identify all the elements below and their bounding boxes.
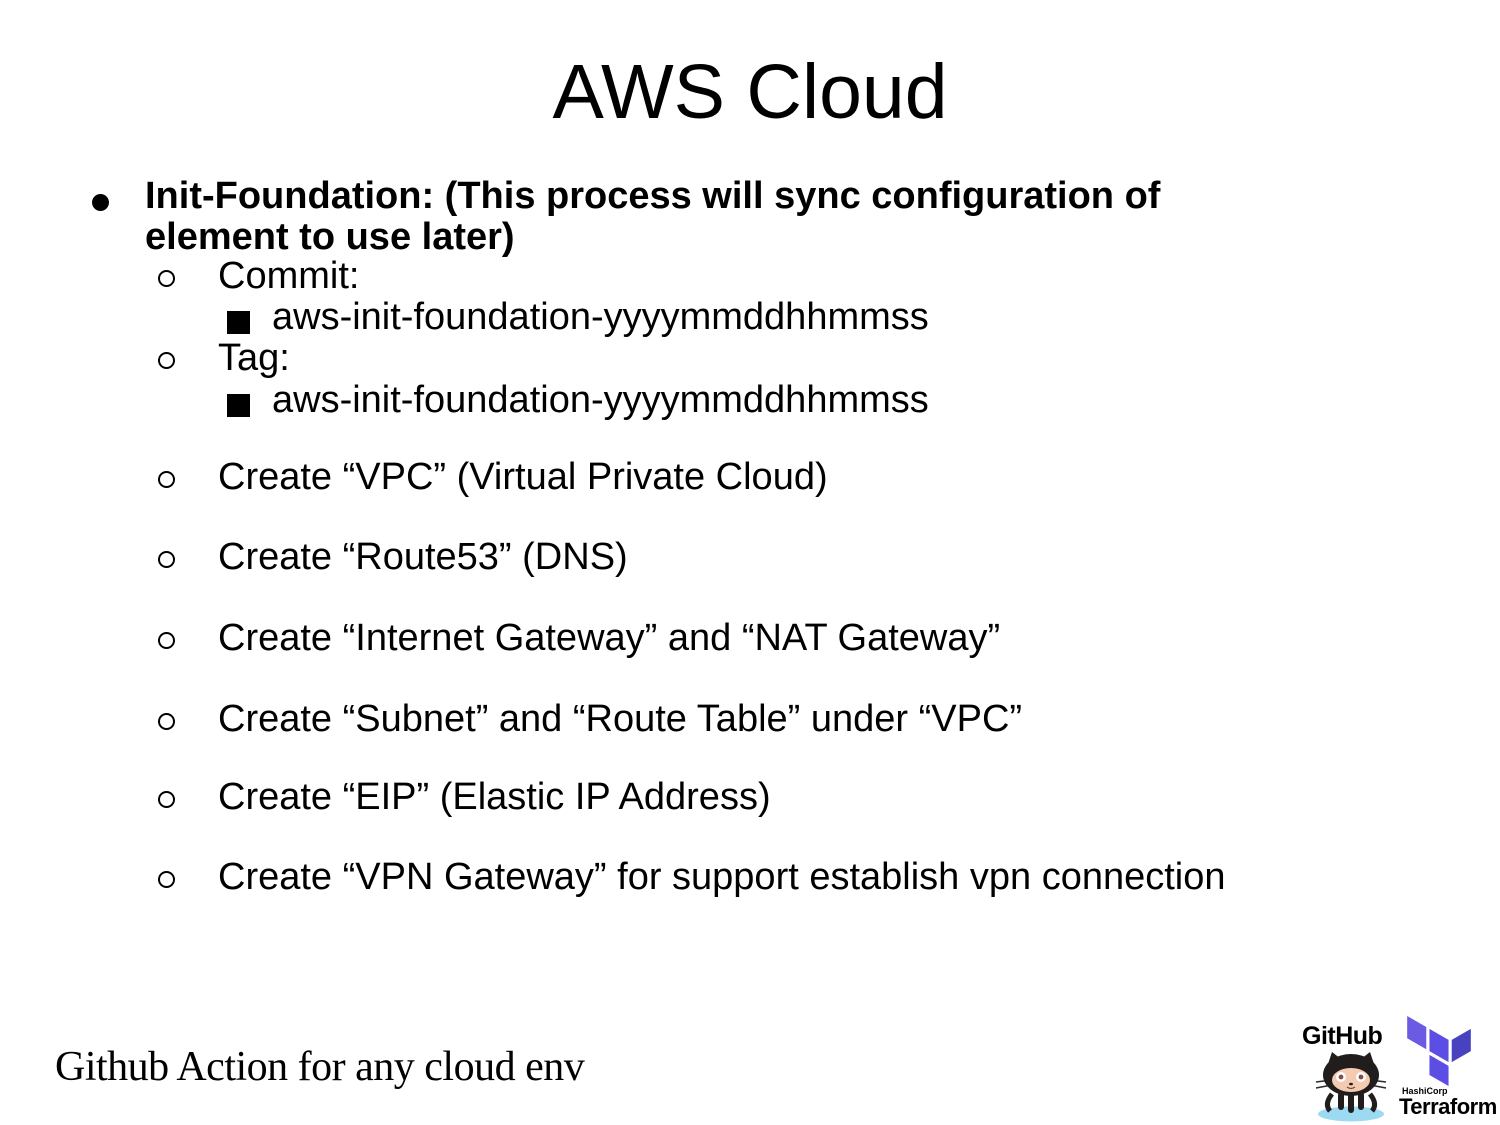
list-item-text: Create “Route53” (DNS) bbox=[218, 536, 628, 578]
square-bullet-icon bbox=[227, 311, 250, 334]
hollow-circle-bullet-icon bbox=[158, 352, 175, 369]
main-bullet-text: Init-Foundation: (This process will sync… bbox=[145, 175, 1161, 258]
terraform-logo: HashiCorp Terraform bbox=[1391, 1014, 1497, 1122]
list-item: Create “VPN Gateway” for support establi… bbox=[0, 857, 1500, 901]
hollow-circle-bullet-icon bbox=[158, 791, 175, 808]
list-item: aws-init-foundation-yyyymmddhhmmss bbox=[0, 297, 1500, 341]
hollow-circle-bullet-icon bbox=[158, 551, 175, 568]
github-wordmark: GitHub bbox=[1302, 1022, 1383, 1050]
list-item-text: Create “VPC” (Virtual Private Cloud) bbox=[218, 456, 828, 498]
terraform-wordmark: Terraform bbox=[1399, 1094, 1497, 1119]
list-item-text: Create “Subnet” and “Route Table” under … bbox=[218, 698, 1023, 740]
list-item: Commit: bbox=[0, 256, 1500, 300]
list-item-text: Tag: bbox=[218, 337, 290, 379]
list-item-text: Create “VPN Gateway” for support establi… bbox=[218, 856, 1226, 898]
list-item-text: Commit: bbox=[218, 255, 360, 297]
list-item: Create “VPC” (Virtual Private Cloud) bbox=[0, 457, 1500, 501]
filled-circle-bullet-icon bbox=[92, 194, 109, 211]
octocat-icon bbox=[1315, 1052, 1387, 1122]
hollow-circle-bullet-icon bbox=[158, 713, 175, 730]
list-item: Create “Subnet” and “Route Table” under … bbox=[0, 699, 1500, 743]
list-item-text: Create “Internet Gateway” and “NAT Gatew… bbox=[218, 617, 1001, 659]
slide-title: AWS Cloud bbox=[552, 49, 948, 135]
footer-caption: Github Action for any cloud env bbox=[55, 1044, 585, 1090]
list-item: Tag: bbox=[0, 338, 1500, 382]
list-item: aws-init-foundation-yyyymmddhhmmss bbox=[0, 380, 1500, 424]
square-bullet-icon bbox=[227, 394, 250, 417]
list-item: Create “Internet Gateway” and “NAT Gatew… bbox=[0, 618, 1500, 662]
terraform-mark-icon bbox=[1407, 1016, 1471, 1086]
list-item-text: aws-init-foundation-yyyymmddhhmmss bbox=[272, 379, 929, 421]
list-item-text: Create “EIP” (Elastic IP Address) bbox=[218, 776, 771, 818]
github-logo: GitHub bbox=[1300, 1022, 1400, 1122]
list-item: Create “Route53” (DNS) bbox=[0, 537, 1500, 581]
list-item-text: aws-init-foundation-yyyymmddhhmmss bbox=[272, 296, 929, 338]
hollow-circle-bullet-icon bbox=[158, 270, 175, 287]
hollow-circle-bullet-icon bbox=[158, 632, 175, 649]
hollow-circle-bullet-icon bbox=[158, 871, 175, 888]
hashicorp-wordmark: HashiCorp bbox=[1402, 1086, 1448, 1096]
list-item: Create “EIP” (Elastic IP Address) bbox=[0, 777, 1500, 821]
hollow-circle-bullet-icon bbox=[158, 471, 175, 488]
